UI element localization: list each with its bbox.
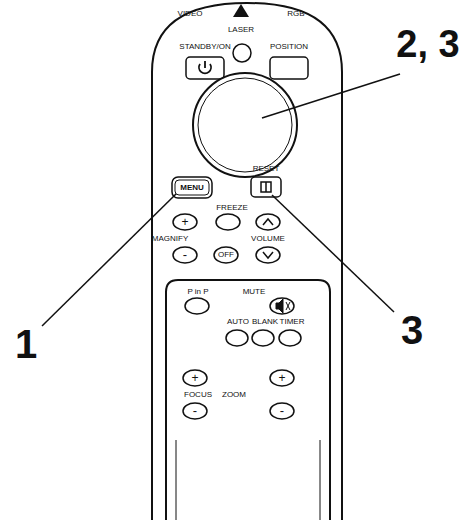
- button-label: OFF: [218, 251, 234, 259]
- button-label: RGB: [287, 10, 304, 18]
- button-label: AUTO: [227, 318, 249, 326]
- leader-lines: [42, 74, 400, 326]
- button-label: BLANK: [252, 318, 278, 326]
- button-label: RESET: [253, 165, 280, 173]
- button-label: MAGNIFY: [152, 235, 188, 243]
- callout-number: 3: [401, 310, 423, 350]
- button-label: P in P: [187, 288, 208, 296]
- button-label: +: [191, 372, 198, 384]
- button-label: VOLUME: [251, 235, 285, 243]
- button-label: MUTE: [243, 288, 266, 296]
- button-label: ZOOM: [222, 391, 246, 399]
- button-label: -: [193, 404, 197, 417]
- button-label: POSITION: [270, 43, 308, 51]
- callout-number: 1: [15, 324, 37, 364]
- button-label: STANDBY/ON: [179, 43, 230, 51]
- button-label: +: [181, 216, 188, 228]
- button-label: FOCUS: [184, 391, 212, 399]
- button-label: +: [278, 372, 285, 384]
- button-label: VIDEO: [178, 10, 203, 18]
- button-label: FREEZE: [216, 204, 248, 212]
- button-label: LASER: [228, 26, 254, 34]
- button-label: -: [280, 404, 284, 417]
- button-label: -: [183, 248, 187, 261]
- button-label: TIMER: [280, 318, 305, 326]
- callout-number: 2, 3: [396, 25, 459, 63]
- button-label: MENU: [180, 184, 204, 192]
